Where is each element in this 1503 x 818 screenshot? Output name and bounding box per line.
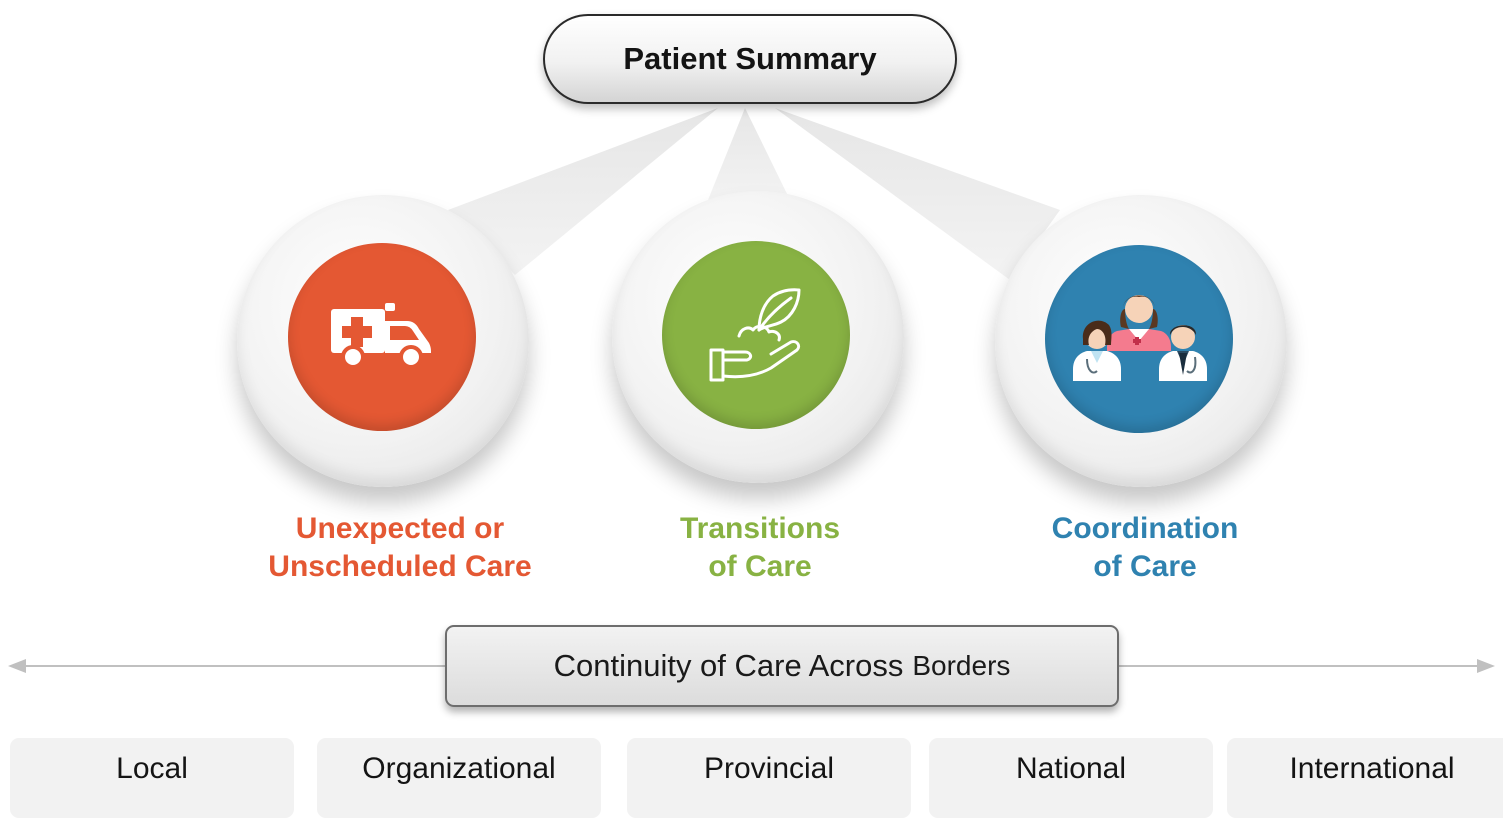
pillar-unexpected-care [237, 195, 529, 487]
cone-left [448, 108, 718, 275]
arrow-left-icon [8, 659, 26, 673]
pillar-caption-transitions: Transitions of Care [580, 510, 940, 585]
care-team-icon [1073, 295, 1207, 381]
border-level-provincial: Provincial [627, 738, 911, 818]
pillar-transitions-of-care [612, 191, 904, 483]
arrow-right-icon [1477, 659, 1495, 673]
border-level-international: International [1227, 738, 1503, 818]
caption-line: Unexpected or [295, 512, 505, 545]
banner-tail-text: Borders [912, 650, 1011, 681]
caption-line: of Care [1093, 549, 1197, 583]
banner-main-text: Continuity of Care Across [553, 648, 904, 683]
cone-right [775, 108, 1060, 280]
pillar-caption-coordination: Coordination of Care [965, 510, 1325, 585]
ambulance-icon [331, 303, 431, 369]
seedling-in-hand-icon [709, 288, 801, 382]
caption-line: Transitions [679, 512, 841, 545]
border-level-organizational: Organizational [317, 738, 601, 818]
border-level-national: National [929, 738, 1213, 818]
border-levels: Local Organizational Provincial National… [0, 738, 1503, 818]
pillar-disc [662, 241, 850, 429]
continuity-banner: Continuity of Care Across Borders [445, 625, 1119, 707]
pillar-disc [1045, 245, 1233, 433]
caption-line: of Care [708, 549, 812, 583]
caption-line: Unscheduled Care [268, 549, 532, 583]
pillar-coordination-of-care [995, 195, 1287, 487]
cone-center [708, 108, 790, 200]
border-level-local: Local [10, 738, 294, 818]
pillar-caption-unexpected: Unexpected or Unscheduled Care [220, 510, 580, 585]
pillar-disc [288, 243, 476, 431]
patient-summary-title: Patient Summary [543, 14, 957, 104]
caption-line: Coordination [1051, 512, 1239, 545]
